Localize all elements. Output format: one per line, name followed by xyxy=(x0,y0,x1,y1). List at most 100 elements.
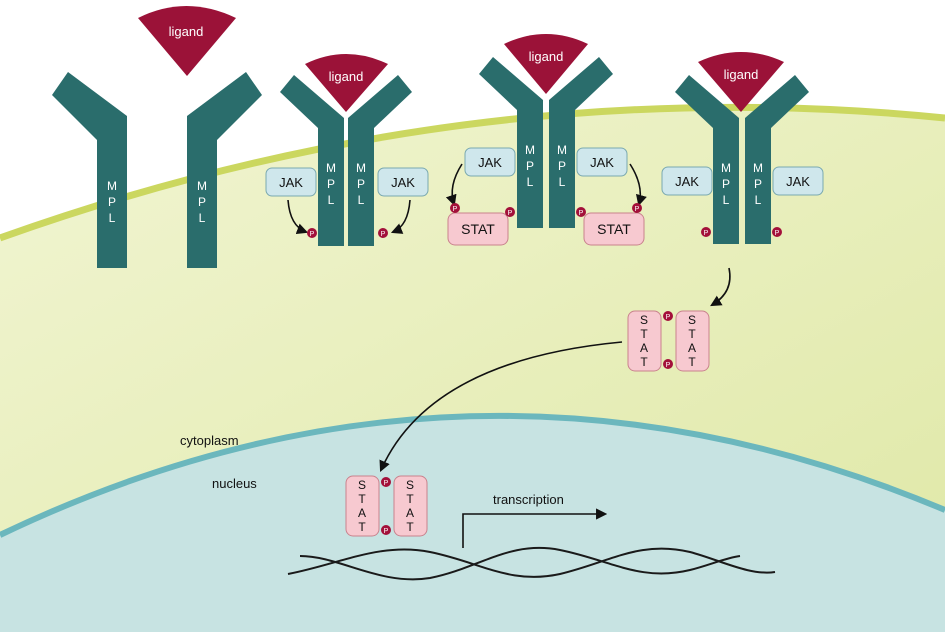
phosphate-label: P xyxy=(775,230,780,237)
receptor-group-stat-recruit: ligand M P L M P L JAK JAK STAT STAT P P… xyxy=(445,34,647,246)
jak-box-left: JAK xyxy=(661,166,713,196)
jak-box-right: JAK xyxy=(377,167,429,197)
phosphate-label: P xyxy=(666,362,671,369)
stat-letter-t: T xyxy=(358,520,366,534)
receptor-letter-p: P xyxy=(327,177,335,191)
phosphate-circle: P xyxy=(701,227,711,237)
cell-membrane xyxy=(0,103,945,242)
stat-dimer-nucleus: S T A T S T A T P P xyxy=(345,475,428,537)
receptor-mpl-right xyxy=(348,75,412,246)
ligand-bound: ligand xyxy=(305,54,388,112)
phosphorylation-arrow xyxy=(287,199,309,235)
jak-box-right: JAK xyxy=(772,166,824,196)
jak-label: JAK xyxy=(391,175,415,190)
receptor-letter-p: P xyxy=(722,177,730,191)
jak-label: JAK xyxy=(279,175,303,190)
stat-letter-s: S xyxy=(640,313,648,327)
stat-letter-s: S xyxy=(688,313,696,327)
phosphate-circle: P xyxy=(450,203,460,213)
phosphate-label: P xyxy=(579,210,584,217)
stat-box-right: STAT xyxy=(583,212,645,246)
phosphate-circle: P xyxy=(663,359,673,369)
receptor-letter-p: P xyxy=(526,159,534,173)
receptor-letter-l: L xyxy=(199,211,206,225)
ligand-shape xyxy=(138,6,236,76)
receptor-letter-p: P xyxy=(108,195,116,209)
stat-letter-s: S xyxy=(406,478,414,492)
receptor-letter-m: M xyxy=(753,161,763,175)
phosphate-circle: P xyxy=(378,228,388,238)
receptor-mpl-left xyxy=(280,75,344,246)
phosphate-circle: P xyxy=(632,203,642,213)
phosphate-circle: P xyxy=(307,228,317,238)
phosphate-label: P xyxy=(310,231,315,238)
stat-letter-a: A xyxy=(406,506,414,520)
receptor-letter-m: M xyxy=(326,161,336,175)
ligand-label: ligand xyxy=(529,49,564,64)
phosphate-label: P xyxy=(381,231,386,238)
dna-helix xyxy=(287,546,776,581)
ligand-bound: ligand xyxy=(504,34,588,94)
phosphate-circle: P xyxy=(772,227,782,237)
stat-letter-s: S xyxy=(358,478,366,492)
nuclear-envelope xyxy=(0,412,945,538)
phosphate-label: P xyxy=(384,528,389,535)
phosphate-circle: P xyxy=(576,207,586,217)
receptor-mpl-right xyxy=(745,75,809,244)
receptor-mpl-left xyxy=(675,75,739,244)
receptor-letter-m: M xyxy=(356,161,366,175)
phosphate-circle: P xyxy=(505,207,515,217)
receptor-letter-l: L xyxy=(559,175,566,189)
receptor-group-unbound: ligand M P L M P L xyxy=(52,6,262,268)
receptor-letter-l: L xyxy=(527,175,534,189)
jak-box-left: JAK xyxy=(464,147,516,177)
receptor-letter-l: L xyxy=(328,193,335,207)
receptor-letter-l: L xyxy=(723,193,730,207)
phosphate-label: P xyxy=(666,314,671,321)
receptor-letter-m: M xyxy=(107,179,117,193)
stat-letter-a: A xyxy=(358,506,366,520)
phosphate-label: P xyxy=(635,206,640,213)
jak-box-right: JAK xyxy=(576,147,628,177)
ligand-label: ligand xyxy=(329,69,364,84)
receptor-mpl-left xyxy=(479,57,543,228)
phosphate-label: P xyxy=(508,210,513,217)
ligand-free: ligand xyxy=(138,6,236,76)
ligand-label: ligand xyxy=(169,24,204,39)
phosphate-label: P xyxy=(453,206,458,213)
stat-box-left: STAT xyxy=(447,212,509,246)
receptor-letter-p: P xyxy=(357,177,365,191)
stat-letter-a: A xyxy=(688,341,696,355)
stat-letter-t: T xyxy=(688,355,696,369)
release-arrow xyxy=(710,267,731,307)
transcription-arrow xyxy=(462,508,608,548)
cytoplasm-label: cytoplasm xyxy=(180,433,239,448)
receptor-letter-p: P xyxy=(198,195,206,209)
phosphate-circle: P xyxy=(663,311,673,321)
ligand-bound: ligand xyxy=(698,52,784,112)
receptor-letter-p: P xyxy=(558,159,566,173)
stat-letter-t: T xyxy=(640,355,648,369)
jak-label: JAK xyxy=(590,155,614,170)
stat-dimer-cytoplasm: S T A T S T A T P P xyxy=(627,310,710,372)
receptor-mpl-right xyxy=(549,57,613,228)
stat-letter-t: T xyxy=(688,327,696,341)
receptor-letter-l: L xyxy=(109,211,116,225)
dna-strand xyxy=(287,547,776,578)
stat-letter-t: T xyxy=(640,327,648,341)
stat-letter-a: A xyxy=(640,341,648,355)
receptor-letter-l: L xyxy=(755,193,762,207)
phosphorylation-arrow xyxy=(629,163,647,207)
phosphorylation-arrow xyxy=(390,199,411,234)
receptor-mpl-left: M P L xyxy=(52,72,127,268)
phosphate-circle: P xyxy=(381,477,391,487)
receptor-letter-m: M xyxy=(197,179,207,193)
ligand-label: ligand xyxy=(724,67,759,82)
phosphorylation-arrow xyxy=(445,163,463,207)
receptor-mpl-right: M P L xyxy=(187,72,262,268)
translocation-arrow xyxy=(379,341,623,473)
nucleus-body xyxy=(0,415,945,632)
receptor-group-bound-jak: ligand M P L M P L JAK JAK P P xyxy=(265,54,429,246)
receptor-letter-l: L xyxy=(358,193,365,207)
